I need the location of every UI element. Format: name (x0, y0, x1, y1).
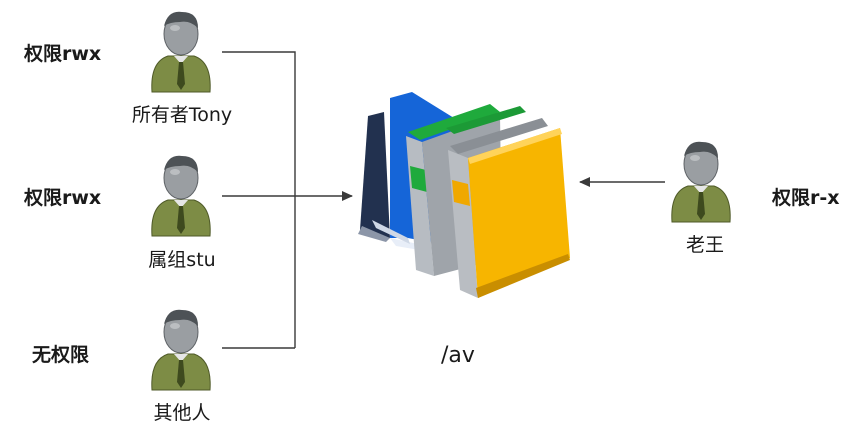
directory-label: /av (441, 343, 475, 368)
directory-books-icon (358, 92, 570, 298)
other-person-icon (151, 309, 211, 391)
group-person-icon (151, 155, 211, 237)
group-permission: 权限rwx (24, 187, 102, 209)
group-name: 属组stu (148, 249, 216, 271)
outsider-name: 老王 (685, 234, 724, 256)
outsider-person-icon (671, 141, 731, 223)
outsider-permission: 权限r-x (772, 187, 840, 209)
other-permission: 无权限 (32, 344, 90, 366)
owner-person-icon (151, 11, 211, 93)
owner-name: 所有者Tony (131, 104, 233, 126)
other-name: 其他人 (153, 402, 211, 424)
owner-permission: 权限rwx (24, 43, 102, 65)
owner-connector (222, 51, 296, 348)
